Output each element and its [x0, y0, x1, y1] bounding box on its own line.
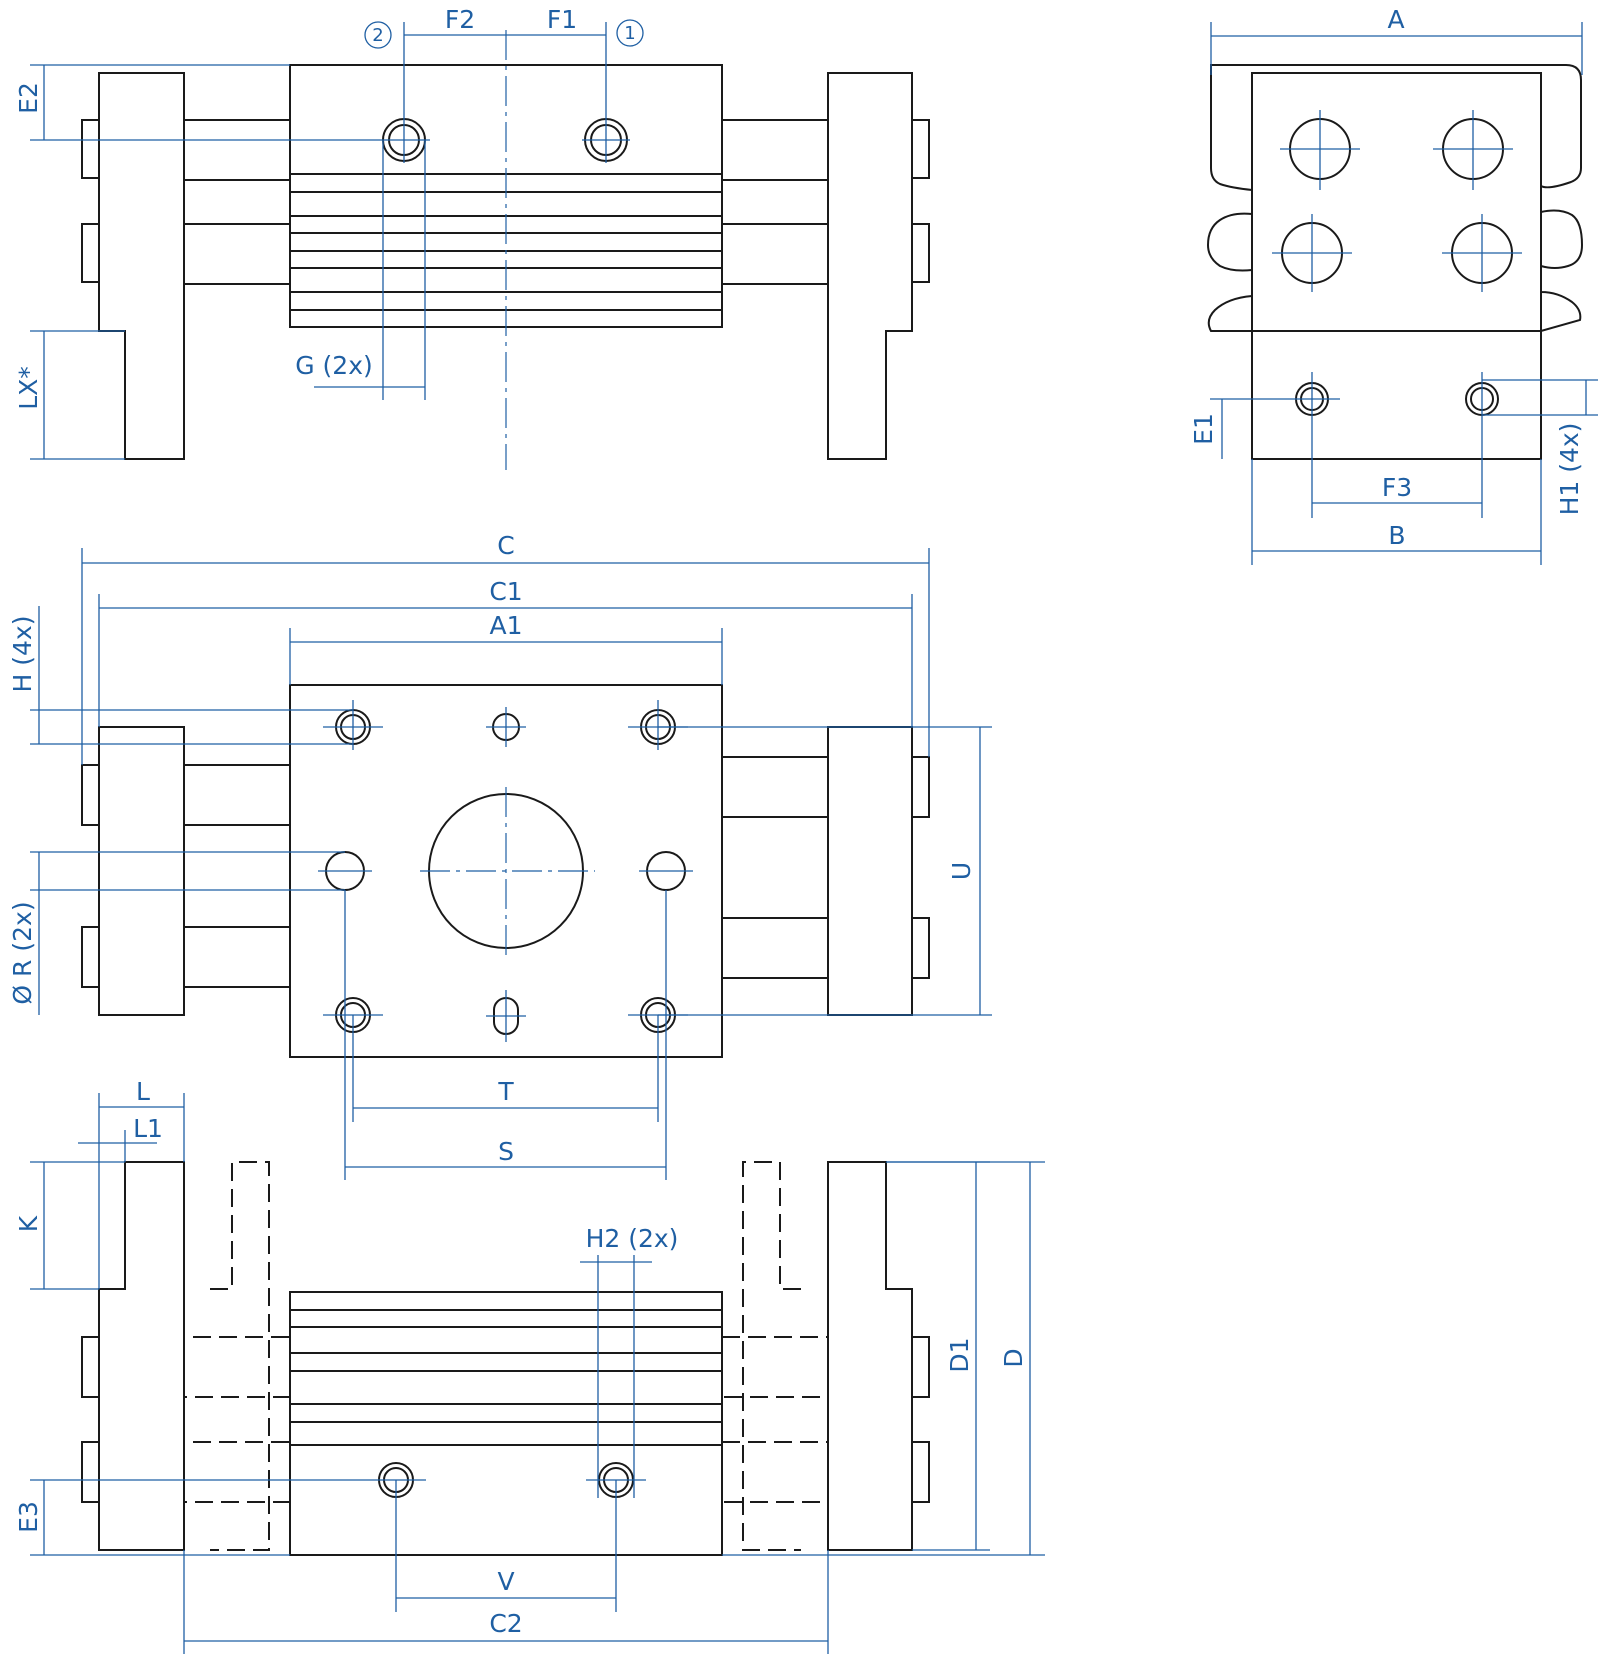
- dim-S: S: [498, 1137, 514, 1166]
- marker-1-label: 1: [624, 23, 635, 44]
- top-view: 2 1 F2 F1 E2 G (2x) LX*: [14, 5, 930, 470]
- side-view: L L1 K H2 (2x) D1 D E3 V: [14, 1077, 1045, 1654]
- dim-F2: F2: [445, 5, 475, 34]
- right-jaw-face: [827, 726, 913, 1016]
- dim-C2: C2: [489, 1609, 522, 1638]
- dim-K: K: [14, 1215, 43, 1232]
- dim-H1: H1 (4x): [1555, 423, 1584, 516]
- marker-2-label: 2: [372, 25, 383, 46]
- gripper-body-side: [289, 1291, 723, 1556]
- dim-A1: A1: [489, 611, 522, 640]
- end-view: A E1 H1 (4x) F3 B: [1189, 5, 1598, 565]
- dim-LX: LX*: [14, 366, 43, 410]
- dim-E1: E1: [1189, 413, 1218, 445]
- right-jaw: [827, 72, 913, 460]
- end-view-body: [1251, 72, 1542, 332]
- dim-B: B: [1388, 521, 1405, 550]
- dim-F1: F1: [547, 5, 577, 34]
- left-jaw-face: [98, 726, 185, 1016]
- dim-A: A: [1387, 5, 1404, 34]
- dim-H: H (4x): [8, 616, 37, 693]
- left-jaw: [98, 72, 185, 460]
- dim-V: V: [497, 1567, 514, 1596]
- dim-G: G (2x): [295, 351, 373, 380]
- dim-L1: L1: [133, 1114, 163, 1143]
- face-view: C C1 A1 H (4x) Ø R (2x) U T S: [8, 531, 992, 1180]
- dim-C1: C1: [489, 577, 522, 606]
- dim-F3: F3: [1382, 473, 1412, 502]
- dim-D: D: [999, 1348, 1028, 1367]
- dim-L: L: [136, 1077, 150, 1106]
- dim-U: U: [947, 862, 976, 880]
- dim-C: C: [497, 531, 514, 560]
- dim-E2: E2: [14, 82, 43, 114]
- dim-H2: H2 (2x): [586, 1224, 679, 1253]
- left-jaw-side: [98, 1161, 185, 1551]
- dim-E3: E3: [14, 1501, 43, 1533]
- dim-D1: D1: [945, 1337, 974, 1372]
- dim-R: Ø R (2x): [8, 901, 37, 1004]
- right-jaw-side: [827, 1161, 913, 1551]
- dim-T: T: [497, 1077, 514, 1106]
